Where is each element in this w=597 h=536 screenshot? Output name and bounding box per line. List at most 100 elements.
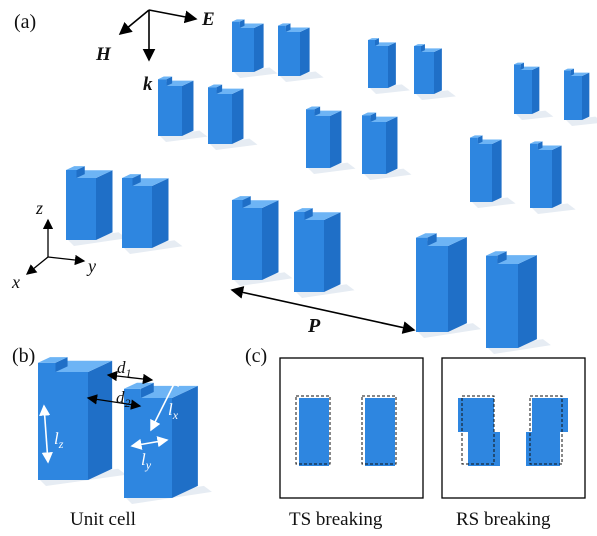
array-block-step bbox=[427, 233, 437, 246]
unit-cell-caption: Unit cell bbox=[70, 509, 136, 530]
array-block-side bbox=[518, 255, 537, 348]
array-block-step-top bbox=[278, 23, 291, 26]
array-block bbox=[530, 141, 576, 214]
array-block bbox=[294, 208, 355, 298]
rs-right-bar bbox=[526, 398, 568, 466]
array-block-step bbox=[375, 38, 379, 46]
array-block-front bbox=[232, 208, 262, 280]
array-block-step bbox=[216, 84, 223, 94]
array-block-step bbox=[239, 19, 245, 28]
array-block-step bbox=[570, 68, 574, 76]
array-block bbox=[66, 166, 127, 246]
ly-arrow bbox=[130, 436, 169, 450]
metasurface-array bbox=[66, 19, 597, 354]
array-block-step-front bbox=[278, 25, 286, 32]
array-block-step bbox=[477, 135, 483, 144]
array-block bbox=[362, 112, 412, 180]
array-block bbox=[470, 135, 516, 208]
array-block-step-front bbox=[66, 170, 77, 178]
ts-left-bar bbox=[299, 398, 329, 466]
array-block-side bbox=[492, 139, 502, 202]
e-label: E bbox=[201, 9, 215, 30]
d1-arrow bbox=[106, 370, 154, 385]
array-block-shadow bbox=[234, 67, 278, 78]
unit-cell-block-right-front bbox=[124, 398, 172, 498]
rs-frame bbox=[441, 357, 586, 499]
panel-c-label: (c) bbox=[245, 345, 267, 367]
array-block-step-top bbox=[232, 196, 251, 200]
array-block-shadow bbox=[416, 90, 456, 100]
unit-cell-block-left bbox=[38, 357, 127, 486]
ts-left-outline bbox=[295, 395, 331, 465]
unit-cell-block-left-step-front bbox=[38, 362, 56, 372]
array-block-shadow bbox=[210, 138, 258, 150]
array-block-step-top bbox=[414, 44, 425, 46]
unit-cell-block-right-side bbox=[172, 385, 198, 498]
array-block-step-front bbox=[208, 87, 217, 94]
x-label: x bbox=[11, 272, 20, 292]
array-block-side bbox=[262, 200, 279, 280]
array-block-front bbox=[514, 70, 532, 114]
array-block bbox=[232, 19, 278, 78]
array-block-front bbox=[368, 46, 388, 88]
array-block-step-top bbox=[368, 38, 379, 40]
array-block bbox=[208, 84, 258, 150]
ts-right-outline bbox=[361, 395, 397, 465]
array-block-step bbox=[537, 141, 543, 150]
array-block-step bbox=[314, 106, 321, 116]
unit-cell-dimensions: d1 d2 lz lx ly bbox=[39, 358, 179, 472]
array-block-shadow bbox=[472, 197, 516, 208]
array-block-step-top bbox=[514, 62, 524, 65]
array-block bbox=[564, 68, 597, 126]
array-block-step-top bbox=[416, 233, 437, 238]
wave-axes: E H k bbox=[95, 9, 215, 95]
array-block-step-front bbox=[306, 109, 315, 116]
ly-label: ly bbox=[141, 450, 152, 472]
h-field-arrow bbox=[118, 9, 150, 36]
unit-cell-block-left-step bbox=[55, 357, 68, 372]
d1-label: d1 bbox=[117, 358, 132, 380]
lz-arrow bbox=[39, 404, 53, 464]
unit-cell-block-right-step-top bbox=[124, 382, 154, 389]
array-block-shadow bbox=[566, 116, 597, 126]
array-block-front bbox=[306, 116, 330, 168]
array-block-shadow bbox=[364, 168, 412, 180]
array-block-side bbox=[552, 145, 562, 208]
array-block-front bbox=[362, 122, 386, 174]
array-block-step-front bbox=[362, 115, 371, 122]
array-block-step-top bbox=[486, 251, 507, 256]
array-block-shadow bbox=[370, 84, 410, 94]
period-indicator: P bbox=[230, 286, 416, 337]
array-block-step-top bbox=[564, 68, 574, 71]
coordinate-axes: z y x bbox=[11, 198, 96, 292]
rs-breaking-panel: RS breaking bbox=[441, 357, 586, 530]
array-block-step-top bbox=[232, 19, 245, 22]
array-block-side bbox=[386, 116, 398, 174]
rs-left-bar bbox=[458, 398, 500, 466]
ts-caption: TS breaking bbox=[289, 509, 383, 530]
array-block bbox=[158, 76, 208, 142]
array-block-side bbox=[232, 88, 244, 144]
y-axis-arrow bbox=[47, 254, 86, 266]
array-block-front bbox=[414, 52, 434, 94]
array-block-side bbox=[96, 170, 113, 240]
array-block-side bbox=[324, 212, 341, 292]
array-block-step-top bbox=[158, 76, 173, 80]
array-block-shadow bbox=[160, 130, 208, 142]
array-block bbox=[232, 196, 293, 286]
array-block-step-top bbox=[362, 112, 377, 116]
array-block-side bbox=[434, 48, 442, 94]
array-block-step-front bbox=[122, 178, 133, 186]
array-block-front bbox=[122, 186, 152, 248]
rs-caption: RS breaking bbox=[456, 509, 551, 530]
z-label: z bbox=[35, 198, 43, 218]
array-block-step-top bbox=[306, 106, 321, 110]
array-block-shadow bbox=[280, 71, 324, 82]
array-block-front bbox=[232, 28, 254, 72]
e-field-arrow bbox=[148, 9, 198, 24]
array-block-front bbox=[530, 150, 552, 208]
array-block bbox=[414, 44, 456, 100]
lx-label: lx bbox=[168, 400, 179, 422]
array-block-step bbox=[370, 112, 377, 122]
